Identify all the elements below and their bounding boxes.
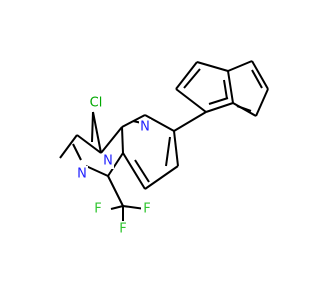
label-background (117, 221, 129, 237)
chlorine-atom: Cl (86, 95, 106, 111)
fluorine-left-atom: F (92, 201, 104, 217)
pyrazole-nitrogen-atom: N (76, 166, 88, 182)
bond (92, 111, 102, 154)
label-background (92, 201, 104, 217)
bond (122, 152, 146, 190)
label-background (102, 153, 114, 169)
bond (107, 152, 124, 177)
bond (223, 79, 228, 100)
bond (175, 88, 207, 113)
label-background (139, 119, 151, 135)
bond (134, 159, 150, 183)
pyrimidine-nitrogen-label: N (140, 120, 150, 135)
bond (85, 165, 109, 177)
bridgehead-nitrogen-label: N (103, 154, 113, 169)
label-background (141, 201, 153, 217)
bond (208, 97, 229, 105)
bond (255, 88, 269, 117)
bond (251, 69, 263, 89)
bond (251, 60, 269, 90)
pyrazole-nitrogen-label: N (77, 167, 87, 182)
fluorine-bottom-label: F (119, 222, 126, 237)
bond (110, 205, 124, 210)
pyrimidine-nitrogen-atom: N (139, 119, 151, 135)
bond (144, 165, 179, 190)
bond (205, 102, 234, 113)
bridgehead-nitrogen-atom: N (102, 153, 114, 169)
bond (72, 143, 82, 161)
bond (175, 61, 198, 90)
label-background (76, 166, 88, 182)
label-background (86, 95, 106, 111)
bond (165, 136, 171, 167)
bond (196, 61, 229, 72)
fluorine-left-label: F (94, 202, 101, 217)
atom-labels: Cl N N N F F F (76, 95, 153, 237)
bond (107, 175, 124, 207)
fluorine-right-atom: F (141, 201, 153, 217)
bond (173, 130, 179, 167)
chlorine-label: Cl (90, 96, 103, 111)
bond (91, 111, 94, 143)
bond (59, 134, 78, 159)
bond (76, 134, 102, 154)
bond (227, 60, 253, 72)
bond (173, 111, 207, 132)
bond (121, 126, 124, 154)
bond (100, 126, 123, 154)
fluorine-right-label: F (143, 202, 150, 217)
bond (236, 105, 252, 112)
molecule-structure-diagram: Cl N N N F F F (59, 60, 269, 237)
bond (227, 70, 234, 104)
bond-lines (59, 60, 269, 224)
bond (183, 68, 201, 89)
bond (144, 114, 175, 132)
fluorine-bottom-atom: F (117, 221, 129, 237)
